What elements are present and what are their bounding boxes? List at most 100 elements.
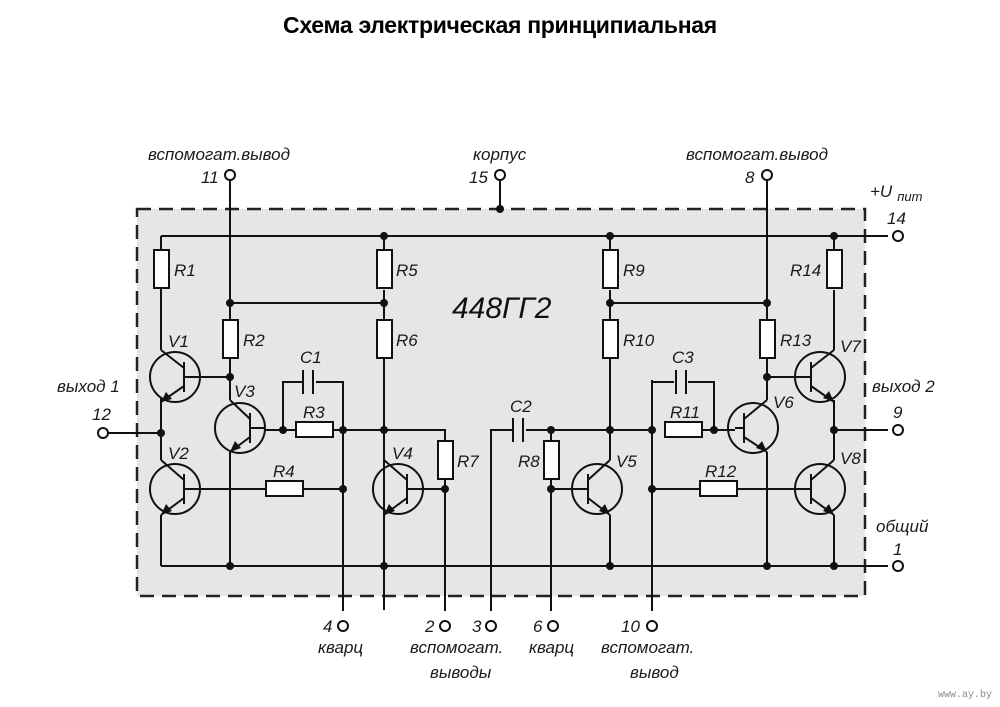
capacitors: [302, 370, 687, 442]
resistor-r6: [376, 319, 393, 359]
pin15-number: 15: [469, 168, 488, 187]
resistor-r9: [602, 249, 619, 289]
transistor-v1: [149, 349, 201, 403]
component-labels: R1 R2 R3 R4 R5 R6 R7 R8 R9 R10 R11 R12 R…: [168, 261, 861, 481]
resistors: [153, 249, 843, 497]
pin11-label: вспомогат.вывод: [148, 145, 290, 164]
transistor-v5: [571, 459, 623, 516]
pin2-3-label-line2: выводы: [430, 663, 492, 682]
pin-10: [646, 620, 658, 632]
label-v6: V6: [773, 393, 794, 412]
resistor-r7: [437, 440, 454, 480]
label-v7: V7: [840, 337, 861, 356]
capacitor-c1: [302, 370, 314, 394]
pin8-label: вспомогат.вывод: [686, 145, 828, 164]
pin1-number: 1: [893, 540, 902, 559]
label-r8: R8: [518, 452, 540, 471]
pin9-label: выход 2: [872, 377, 935, 396]
pin10-label-line1: вспомогат.: [601, 638, 694, 657]
resistor-r1: [153, 249, 170, 289]
pin14-label-sub: пит: [897, 189, 922, 204]
label-r3: R3: [303, 403, 325, 422]
label-v5: V5: [616, 452, 637, 471]
resistor-r2: [222, 319, 239, 359]
transistor-v6: [727, 399, 779, 454]
pin12-number: 12: [92, 405, 111, 424]
watermark: www.ay.by: [937, 690, 992, 701]
transistors: [149, 349, 846, 516]
pin11-number: 11: [201, 168, 219, 187]
pin2-number: 2: [424, 617, 435, 636]
label-r4: R4: [273, 462, 295, 481]
resistor-r8: [543, 440, 560, 480]
pin-12: [97, 427, 109, 439]
pin10-label-line2: вывод: [630, 663, 679, 682]
label-r6: R6: [396, 331, 418, 350]
label-r1: R1: [174, 261, 196, 280]
label-v1: V1: [168, 332, 189, 351]
label-r9: R9: [623, 261, 645, 280]
label-r7: R7: [457, 452, 479, 471]
label-c2: C2: [510, 397, 532, 416]
label-r2: R2: [243, 331, 265, 350]
pin6-label: кварц: [529, 638, 574, 657]
diagram-title: Схема электрическая принципиальная: [283, 12, 717, 38]
pin-14: [892, 230, 904, 242]
chip-name: 448ГГ2: [452, 292, 552, 325]
pin15-label: корпус: [473, 145, 527, 164]
pin14-label-main: +U: [870, 182, 893, 201]
resistor-r3: [295, 421, 334, 438]
pin6-number: 6: [533, 617, 543, 636]
label-v2: V2: [168, 444, 189, 463]
pin-labels: вспомогат.вывод 11 корпус 15 вспомогат.в…: [57, 145, 935, 682]
pin-11: [224, 169, 236, 181]
capacitor-c2: [512, 418, 524, 442]
resistor-r4: [265, 480, 304, 497]
transistor-v2: [149, 459, 201, 516]
label-c1: C1: [300, 348, 322, 367]
pin12-label: выход 1: [57, 377, 120, 396]
pin-6: [547, 620, 559, 632]
pin14-label: +U пит: [870, 182, 923, 204]
resistor-r13: [759, 319, 776, 359]
label-r11: R11: [670, 403, 700, 422]
transistor-v7: [794, 349, 846, 403]
label-c3: C3: [672, 348, 694, 367]
label-r12: R12: [705, 462, 737, 481]
resistor-r11: [664, 421, 703, 438]
resistor-r5: [376, 249, 393, 289]
pin9-number: 9: [893, 403, 903, 422]
transistor-v4: [372, 459, 424, 516]
resistor-r10: [602, 319, 619, 359]
pin2-3-label-line1: вспомогат.: [410, 638, 503, 657]
transistor-v8: [794, 459, 846, 516]
transistor-v3: [214, 399, 266, 454]
pin14-number: 14: [887, 209, 906, 228]
label-r13: R13: [780, 331, 812, 350]
pin3-number: 3: [472, 617, 482, 636]
junctions: [157, 205, 838, 570]
pin10-number: 10: [621, 617, 640, 636]
pin-8: [761, 169, 773, 181]
chip-boundary: [135, 207, 867, 598]
pin-1: [892, 560, 904, 572]
label-v3: V3: [234, 382, 255, 401]
pins: [97, 169, 904, 632]
label-r5: R5: [396, 261, 418, 280]
resistor-r14: [826, 249, 843, 289]
label-v4: V4: [392, 444, 413, 463]
pin1-label: общий: [876, 517, 929, 536]
label-r14: R14: [790, 261, 821, 280]
pin-2: [439, 620, 451, 632]
capacitor-c3: [675, 370, 687, 394]
pin-4: [337, 620, 349, 632]
label-r10: R10: [623, 331, 655, 350]
label-v8: V8: [840, 449, 861, 468]
pin-15: [494, 169, 506, 181]
pin8-number: 8: [745, 168, 755, 187]
pin4-number: 4: [323, 617, 332, 636]
pin4-label: кварц: [318, 638, 363, 657]
resistor-r12: [699, 480, 738, 497]
pin-9: [892, 424, 904, 436]
